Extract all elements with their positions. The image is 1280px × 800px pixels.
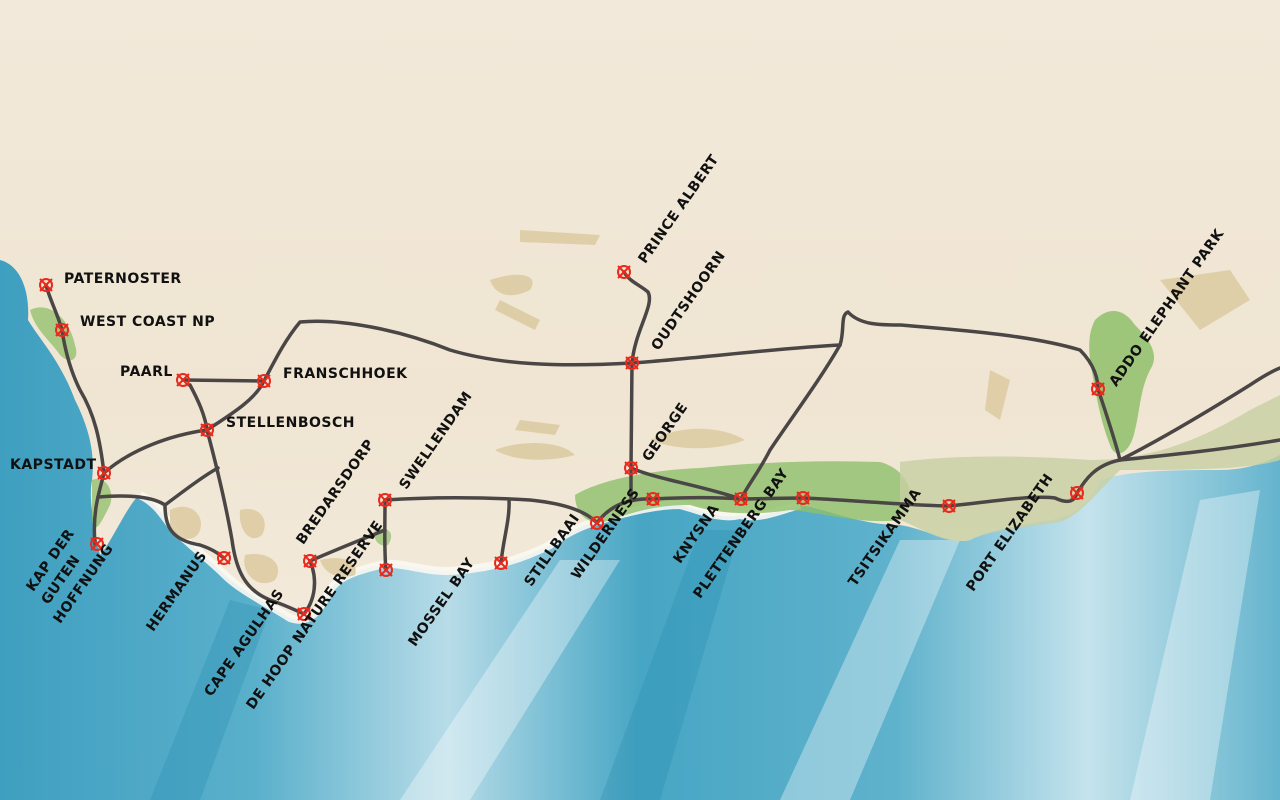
location-marker-icon[interactable] <box>794 489 812 507</box>
location-marker-icon[interactable] <box>53 321 71 339</box>
location-marker-icon[interactable] <box>588 514 606 532</box>
place-label: WEST COAST NP <box>80 314 216 330</box>
location-marker-icon[interactable] <box>492 554 510 572</box>
road-n2-swellendam <box>383 496 599 525</box>
road-kapstadt-stellenbosch <box>102 428 209 475</box>
road-northeast <box>1118 366 1280 462</box>
road-agulhas <box>205 428 306 616</box>
place-label: PAARL <box>120 364 173 380</box>
location-marker-icon[interactable] <box>295 605 313 623</box>
location-marker-icon[interactable] <box>1089 380 1107 398</box>
location-marker-icon[interactable] <box>376 491 394 509</box>
road-paarl-stellenbosch <box>188 383 209 432</box>
road-east <box>1118 438 1280 462</box>
road-n9 <box>838 310 1100 391</box>
location-marker-icon[interactable] <box>174 371 192 389</box>
location-marker-icon[interactable] <box>1068 484 1086 502</box>
location-marker-icon[interactable] <box>623 354 641 372</box>
mountain-areas <box>170 230 1250 584</box>
place-label: KAPSTADT <box>10 457 97 473</box>
road-george-oudtshoorn <box>622 270 652 500</box>
road-hermanus <box>96 494 226 560</box>
location-marker-icon[interactable] <box>88 535 106 553</box>
road-knysna-north <box>739 343 842 501</box>
road-paarl-franschhoek <box>181 378 266 383</box>
sea-brush-strokes <box>150 490 1260 800</box>
road-west-coast <box>44 283 106 475</box>
road-cape-peninsula <box>92 471 106 546</box>
place-label: PATERNOSTER <box>64 271 182 287</box>
place-label: STELLENBOSCH <box>226 415 355 431</box>
road-hermanus-link <box>163 466 220 507</box>
location-marker-icon[interactable] <box>732 490 750 508</box>
location-marker-icon[interactable] <box>301 552 319 570</box>
location-marker-icon[interactable] <box>615 263 633 281</box>
sea <box>0 260 1280 800</box>
road-bredarsdorp-swellendam <box>308 528 387 563</box>
location-marker-icon[interactable] <box>622 459 640 477</box>
road-george-knysna <box>629 466 743 501</box>
place-label: FRANSCHHOEK <box>283 366 408 382</box>
location-marker-icon[interactable] <box>377 561 395 579</box>
location-marker-icon[interactable] <box>198 421 216 439</box>
location-marker-icon[interactable] <box>215 549 233 567</box>
road-de-hoop <box>383 498 388 572</box>
location-marker-icon[interactable] <box>37 276 55 294</box>
location-marker-icon[interactable] <box>255 372 273 390</box>
location-marker-icon[interactable] <box>644 490 662 508</box>
location-marker-icon[interactable] <box>95 464 113 482</box>
location-marker-icon[interactable] <box>940 497 958 515</box>
